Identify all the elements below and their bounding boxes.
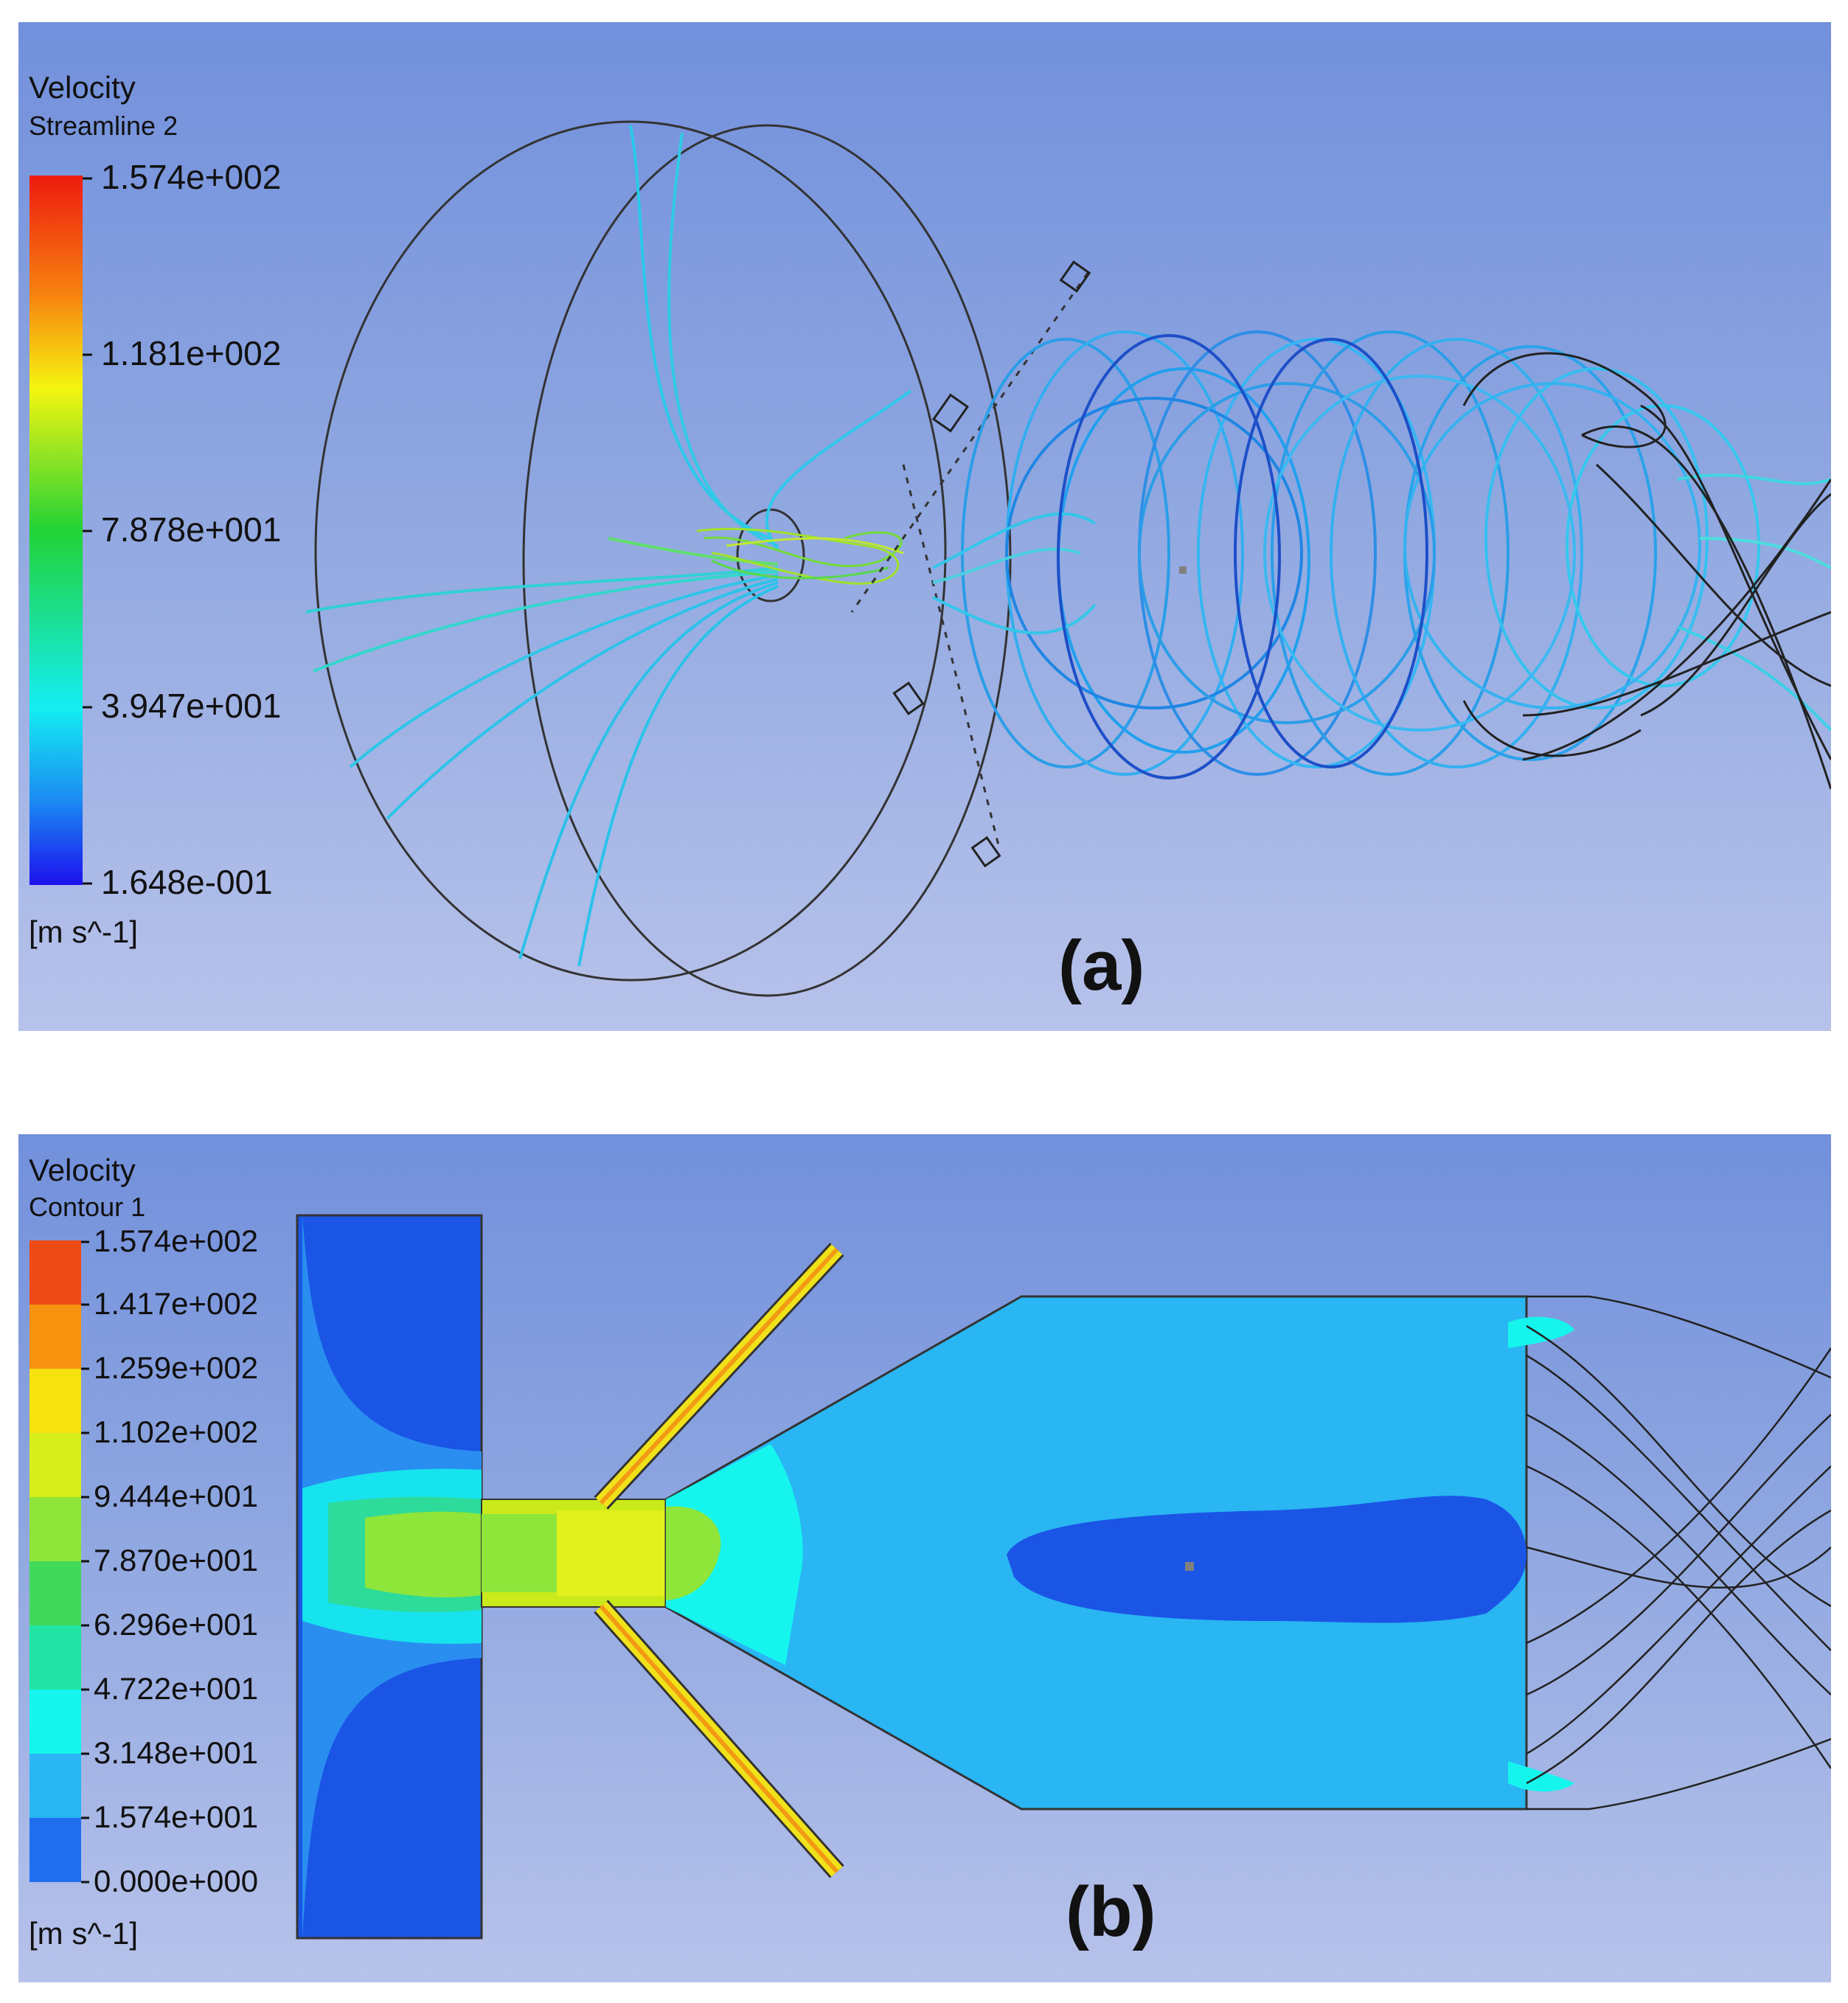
swirl-jet-arms [594,1243,844,1878]
streamline-visualization [29,120,1831,997]
panel-caption: (a) [1058,926,1145,1005]
legend-variable: Velocity [29,1153,136,1187]
colorbar-ticks [83,177,92,885]
outlet-wireframe [1526,1295,1831,1811]
swirl-jet-outlines [850,272,1089,849]
panel-caption: (b) [1066,1872,1156,1951]
legend-tick-label: 9.444e+001 [94,1479,259,1513]
colorbar [29,1240,81,1882]
throat-section [481,1499,667,1608]
origin-marker [1179,566,1187,574]
legend-object: Contour 1 [29,1192,146,1222]
outlet-wireframe [1462,352,1831,790]
vortex-streamlines [932,330,1831,776]
legend-object: Streamline 2 [29,111,178,141]
chamber-section [664,1295,1574,1811]
chamber-ring-outlines [1057,334,1428,780]
legend-tick-label: 1.181e+002 [101,334,282,372]
streamline-plot-panel: Velocity Streamline 2 1.574e+002 1.181e+… [18,22,1831,1031]
legend-tick-label: 7.878e+001 [101,510,282,549]
legend-tick-label: 1.648e-001 [101,863,273,901]
legend-tick-label: 6.296e+001 [94,1607,259,1642]
legend-tick-label: 1.417e+002 [94,1286,259,1321]
legend-tick-label: 1.259e+002 [94,1350,259,1385]
colorbar [29,176,83,885]
inflow-streamlines [305,125,912,967]
legend-tick-label: 1.102e+002 [94,1414,259,1449]
colorbar-ticks [81,1240,89,1884]
legend-tick-label: 1.574e+001 [94,1799,259,1834]
legend-units: [m s^-1] [29,1916,139,1951]
throat-swirl [696,527,904,585]
legend-tick-label: 4.722e+001 [94,1671,259,1706]
legend-tick-label: 1.574e+002 [101,158,282,196]
legend-variable: Velocity [29,70,136,105]
legend-tick-label: 7.870e+001 [94,1543,259,1577]
origin-marker [1185,1562,1194,1571]
contour-plot-panel: Velocity Contour 1 1.574e+002 1.417e+002… [18,1134,1831,1982]
legend-tick-label: 1.574e+002 [94,1223,259,1258]
legend-tick-label: 3.947e+001 [101,687,282,725]
legend-units: [m s^-1] [29,914,139,949]
legend-tick-label: 3.148e+001 [94,1735,259,1770]
legend-tick-label: 0.000e+000 [94,1864,259,1898]
inlet-disc-outline [314,120,1012,997]
contour-visualization [29,1214,1831,1940]
jet-nozzle-marks [892,260,1091,868]
inlet-disc-section [296,1214,483,1940]
